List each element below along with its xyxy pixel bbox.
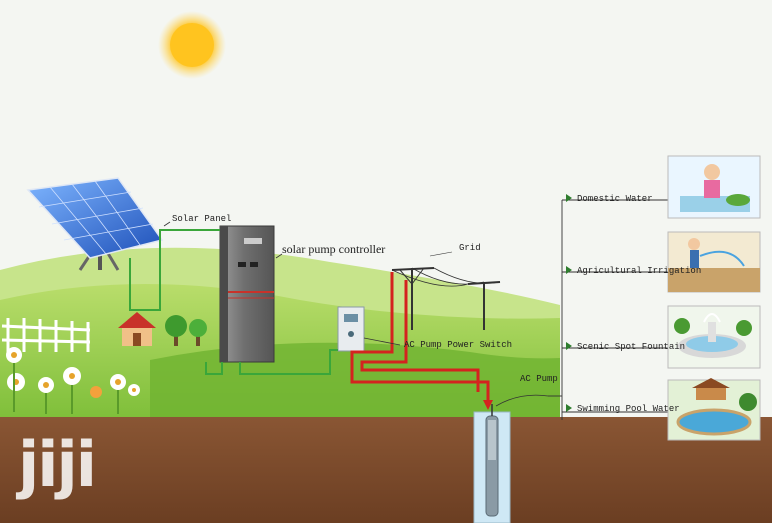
solar-panel-leader: [163, 221, 171, 227]
tree-icon: [165, 315, 207, 346]
use-label: Agricultural Irrigation: [577, 266, 702, 276]
use-label: Domestic Water: [577, 194, 653, 204]
pump-arrow-icon: [483, 400, 493, 410]
flowers: [6, 347, 140, 414]
agricultural-irrigation-picture: [667, 231, 761, 293]
ac-switch-label: AC Pump Power Switch: [404, 340, 513, 350]
grid-wiring: [350, 272, 490, 404]
solar-panel-label: Solar Panel: [172, 214, 232, 224]
fence: [1, 318, 91, 352]
ac-power-switch-box: [337, 306, 365, 352]
green-arrow-icon: [566, 194, 572, 202]
green-arrow-icon: [566, 342, 572, 350]
grid-poles: [391, 251, 501, 330]
green-arrow-icon: [566, 404, 572, 412]
controller-label: solar pump controller: [282, 242, 386, 256]
use-label: Swimming Pool Water: [577, 404, 680, 414]
house-icon: [118, 312, 156, 346]
use-item-domestic: Domestic Water: [566, 194, 653, 204]
use-item-irrigation: Agricultural Irrigation: [566, 266, 701, 276]
green-arrow-icon: [566, 266, 572, 274]
jiji-watermark: jiji: [18, 428, 97, 501]
solar-panel: [26, 177, 164, 271]
use-item-pool: Swimming Pool Water: [566, 404, 680, 414]
use-label: Scenic Spot Fountain: [577, 342, 686, 352]
solar-wiring: [129, 229, 338, 375]
sun-icon: [158, 11, 226, 79]
well-and-pump: [473, 394, 549, 523]
scenic-fountain-picture: [667, 305, 761, 369]
soil: [0, 417, 772, 523]
distribution-lines: [548, 199, 668, 420]
swimming-pool-picture: [667, 378, 761, 441]
grid-label: Grid: [459, 243, 481, 253]
domestic-water-picture: [667, 155, 761, 219]
controller-leader: [275, 253, 283, 259]
pump-controller-cabinet: [219, 225, 275, 363]
use-item-fountain: Scenic Spot Fountain: [566, 342, 685, 352]
switch-leader: [363, 337, 401, 346]
ac-pump-label: AC Pump: [520, 374, 558, 384]
